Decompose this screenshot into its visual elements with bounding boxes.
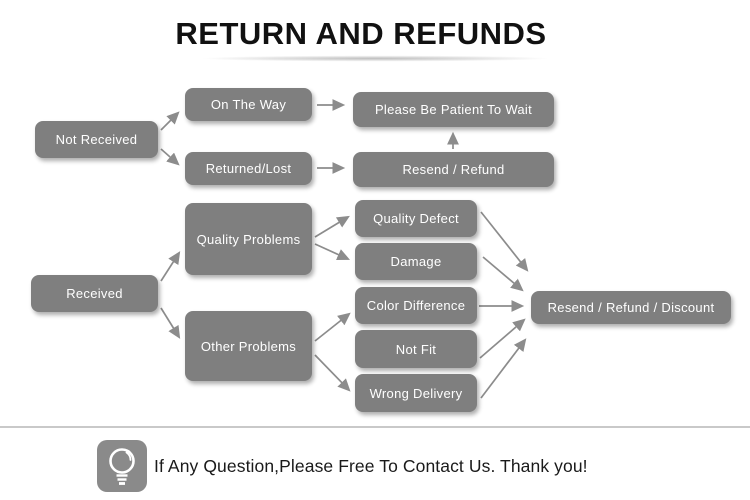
node-color-difference: Color Difference <box>355 287 477 324</box>
arrow-quality-defect-discount <box>480 211 529 272</box>
node-resend-refund-discount: Resend / Refund / Discount <box>531 291 731 324</box>
node-on-the-way: On The Way <box>185 88 312 121</box>
node-not-received: Not Received <box>35 121 158 158</box>
footer-divider <box>0 426 750 428</box>
arrow-quality-problems-damage <box>314 243 351 261</box>
arrow-not-received-on-the-way <box>160 111 180 131</box>
arrow-not-received-returned-lost <box>160 148 180 166</box>
lightbulb-icon <box>97 440 147 492</box>
node-not-fit: Not Fit <box>355 330 477 368</box>
page-title: RETURN AND REFUNDS <box>175 16 547 51</box>
node-damage: Damage <box>355 243 477 280</box>
arrow-other-problems-color-difference <box>314 312 351 342</box>
arrow-quality-problems-quality-defect <box>314 215 350 238</box>
node-resend-refund: Resend / Refund <box>353 152 554 187</box>
node-other-problems: Other Problems <box>185 311 312 381</box>
node-quality-defect: Quality Defect <box>355 200 477 237</box>
arrow-wrong-delivery-discount <box>480 338 527 399</box>
arrow-other-problems-wrong-delivery <box>314 354 351 392</box>
footer-contact-text: If Any Question,Please Free To Contact U… <box>154 455 588 476</box>
arrow-received-quality-problems <box>160 251 181 282</box>
arrow-damage-discount <box>482 256 524 292</box>
node-quality-problems: Quality Problems <box>185 203 312 275</box>
node-received: Received <box>31 275 158 312</box>
node-returned-lost: Returned/Lost <box>185 152 312 185</box>
node-please-be-patient: Please Be Patient To Wait <box>353 92 554 127</box>
node-wrong-delivery: Wrong Delivery <box>355 374 477 412</box>
title-underline-shadow <box>153 55 598 62</box>
arrow-not-fit-discount <box>479 318 526 359</box>
arrow-received-other-problems <box>160 307 181 339</box>
